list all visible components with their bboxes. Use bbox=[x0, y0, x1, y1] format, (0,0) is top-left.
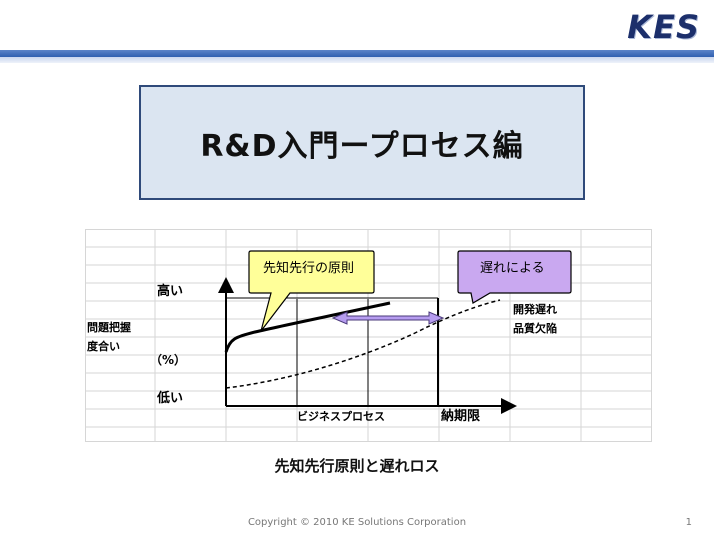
y-axis-label-2: 度合い bbox=[87, 339, 120, 353]
slide-title: R&D入門ープロセス編 bbox=[200, 128, 524, 164]
kes-logo: KES bbox=[627, 8, 700, 46]
y-axis-label-1: 問題把握 bbox=[87, 320, 131, 334]
callout-left-text: 先知先行の原則 bbox=[263, 260, 354, 276]
copyright-footer: Copyright © 2010 KE Solutions Corporatio… bbox=[247, 517, 467, 528]
gap-arrow bbox=[331, 311, 445, 325]
late-curve bbox=[225, 299, 501, 389]
figure-caption: 先知先行原則と遅れロス bbox=[274, 457, 440, 475]
y-unit-label: （%） bbox=[150, 352, 186, 367]
callout-right bbox=[457, 250, 572, 304]
title-box: R&D入門ープロセス編 bbox=[139, 85, 585, 200]
diagram: 先知先行の原則 遅れによる 高い 低い （%） 問題把握 度合い ビジネスプロセ… bbox=[85, 229, 652, 442]
right-note-2: 品質欠陥 bbox=[513, 321, 557, 335]
x-axis-label: ビジネスプロセス bbox=[297, 409, 385, 423]
callout-right-text: 遅れによる bbox=[480, 261, 545, 276]
diagram-svg: 先知先行の原則 遅れによる 高い 低い （%） 問題把握 度合い ビジネスプロセ… bbox=[85, 229, 652, 442]
deadline-label: 納期限 bbox=[441, 408, 481, 424]
header-band bbox=[0, 50, 714, 57]
right-note-1: 開発遅れ bbox=[513, 302, 557, 316]
page-number: 1 bbox=[685, 517, 692, 528]
y-low-label: 低い bbox=[156, 390, 183, 406]
header-band-light bbox=[0, 57, 714, 63]
y-high-label: 高い bbox=[157, 283, 183, 299]
callout-left bbox=[248, 250, 375, 332]
